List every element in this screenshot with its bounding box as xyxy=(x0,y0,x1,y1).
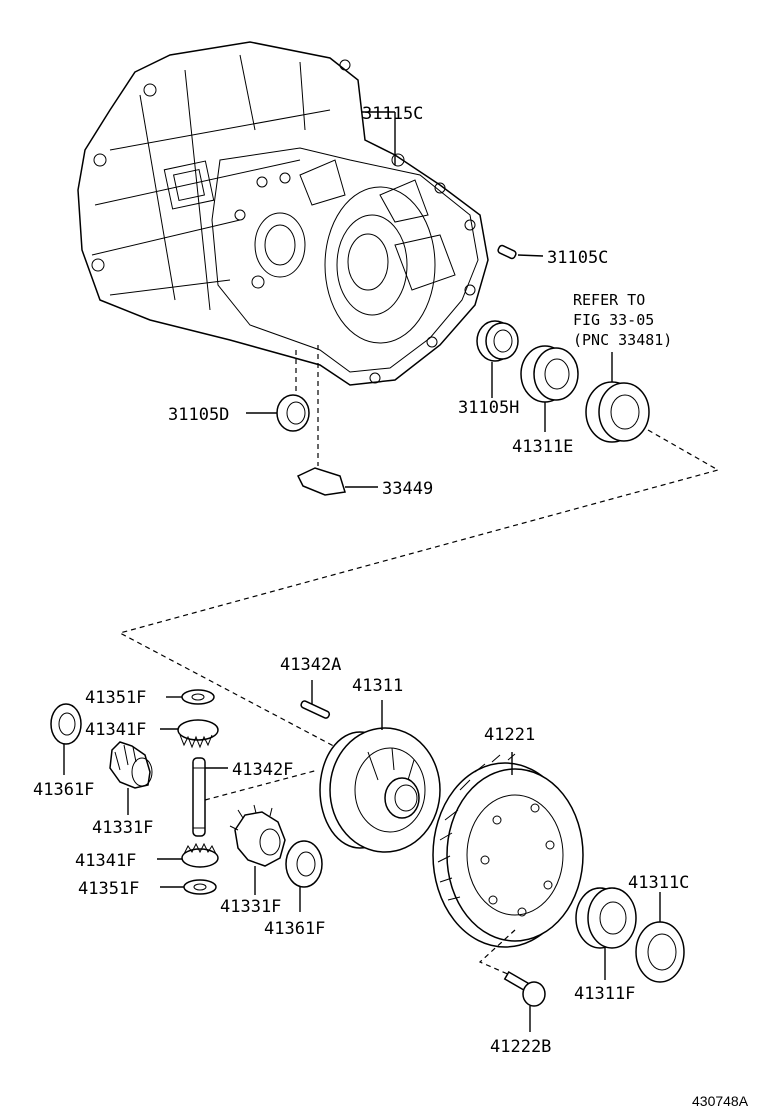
washer-41351F-bot xyxy=(183,879,217,895)
label-41342F: 41342F xyxy=(232,760,293,780)
bearing-41311F xyxy=(575,887,637,949)
label-41361F-left: 41361F xyxy=(33,780,94,800)
label-fig-33-05: FIG 33-05 xyxy=(573,311,654,329)
seal-31105H xyxy=(476,320,519,362)
washer-41351F-top xyxy=(181,689,215,705)
figure-id: 430748A xyxy=(692,1093,749,1109)
side-gear-41331F-left xyxy=(109,741,153,789)
label-41351F-top: 41351F xyxy=(85,688,146,708)
differential-case-41311 xyxy=(319,727,441,853)
pin-31105C xyxy=(497,244,517,260)
label-41331F-left: 41331F xyxy=(92,818,153,838)
plate-33449 xyxy=(296,467,346,496)
part-labels: 31115C 31105C REFER TO FIG 33-05 (PNC 33… xyxy=(33,104,749,1109)
label-31105C: 31105C xyxy=(547,248,608,268)
label-41342A: 41342A xyxy=(280,655,341,675)
label-31105D: 31105D xyxy=(168,405,229,425)
label-31115C: 31115C xyxy=(362,104,423,124)
label-41221: 41221 xyxy=(484,725,535,745)
side-gear-41331F-bot xyxy=(229,804,286,867)
label-41331F-bot: 41331F xyxy=(220,897,281,917)
transaxle-housing xyxy=(77,41,489,386)
bolt-41222B xyxy=(503,971,546,1007)
label-41341F-bot: 41341F xyxy=(75,851,136,871)
label-41311C: 41311C xyxy=(628,873,689,893)
label-33449: 33449 xyxy=(382,479,433,499)
pinion-gear-41341F-top xyxy=(177,719,219,749)
label-refer-to: REFER TO xyxy=(573,291,645,309)
washer-41361F-bot xyxy=(285,840,323,888)
bearing-ref-33481 xyxy=(585,381,650,443)
label-41311: 41311 xyxy=(352,676,403,696)
label-41361F-bot: 41361F xyxy=(264,919,325,939)
ring-gear-41221 xyxy=(432,753,584,948)
seal-31105D xyxy=(276,394,310,432)
pinion-gear-41341F-bot xyxy=(181,842,219,868)
label-31105H: 31105H xyxy=(458,398,519,418)
pin-41342A xyxy=(300,700,331,719)
label-41311E: 41311E xyxy=(512,437,573,457)
bearing-41311E xyxy=(520,345,579,403)
label-41311F: 41311F xyxy=(574,984,635,1004)
washer-41361F-left xyxy=(50,703,82,745)
ring-41311C xyxy=(635,921,685,983)
label-41341F-top: 41341F xyxy=(85,720,146,740)
label-41222B: 41222B xyxy=(490,1037,551,1057)
pinion-shaft-41342F xyxy=(192,757,206,837)
label-pnc-33481: (PNC 33481) xyxy=(573,331,672,349)
label-41351F-bot: 41351F xyxy=(78,879,139,899)
